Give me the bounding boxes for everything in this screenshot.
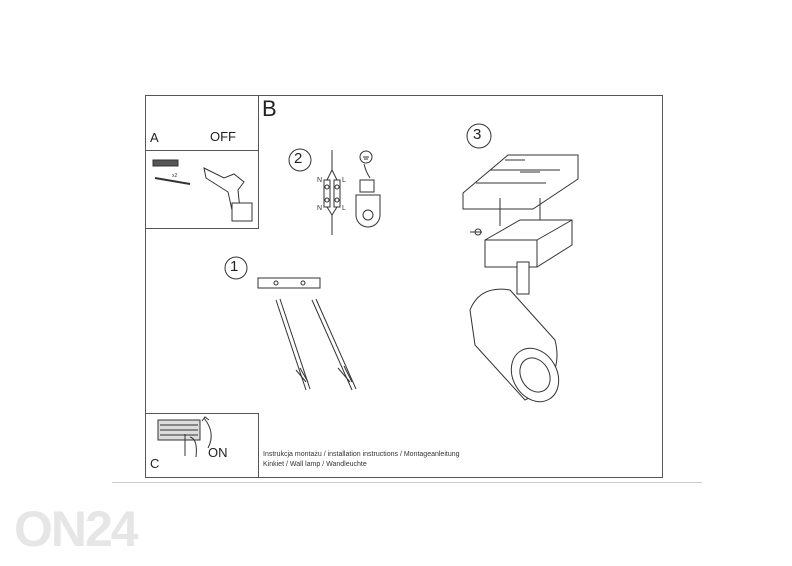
on-label: ON: [208, 445, 228, 460]
off-label: OFF: [210, 129, 236, 144]
divider: [112, 482, 702, 483]
caption-line-2: Kinkiet / Wall lamp / Wandleuchte: [263, 461, 367, 468]
step-2-circle: [288, 148, 312, 172]
terminal-block-drawing: [323, 150, 341, 235]
breaker-on-drawing: [157, 416, 212, 458]
caption-line-1: Instrukcja montażu / installation instru…: [263, 451, 460, 458]
diagram-frame: [145, 95, 663, 478]
panel-c-power-on: C ON: [145, 413, 259, 478]
caption: Instrukcja montażu / installation instru…: [263, 450, 460, 470]
step-3-number: 3: [473, 126, 482, 143]
panel-a-letter: A: [150, 130, 159, 145]
mounting-bar-and-dowels-drawing: [257, 277, 357, 391]
drill-drawing: [152, 159, 253, 222]
live-label-top: L: [342, 177, 346, 184]
ground-terminal-drawing: [355, 150, 381, 228]
step-3-circle: [466, 123, 492, 149]
watermark-logo: ON24: [14, 501, 139, 557]
live-label-bottom: L: [342, 205, 346, 212]
neutral-label-bottom: N: [317, 205, 323, 212]
panel-tools: x2: [145, 150, 259, 229]
step-2-number: 2: [294, 150, 303, 167]
panel-c-letter: C: [150, 456, 160, 471]
panel-a-power-off: A OFF: [145, 95, 259, 151]
neutral-label-top: N: [317, 177, 323, 184]
step-1-circle: [224, 256, 248, 280]
dowel-count: x2: [172, 173, 178, 179]
panel-b-letter: B: [262, 96, 277, 121]
step-1-number: 1: [230, 258, 239, 275]
wall-lamp-drawing: [462, 154, 579, 403]
